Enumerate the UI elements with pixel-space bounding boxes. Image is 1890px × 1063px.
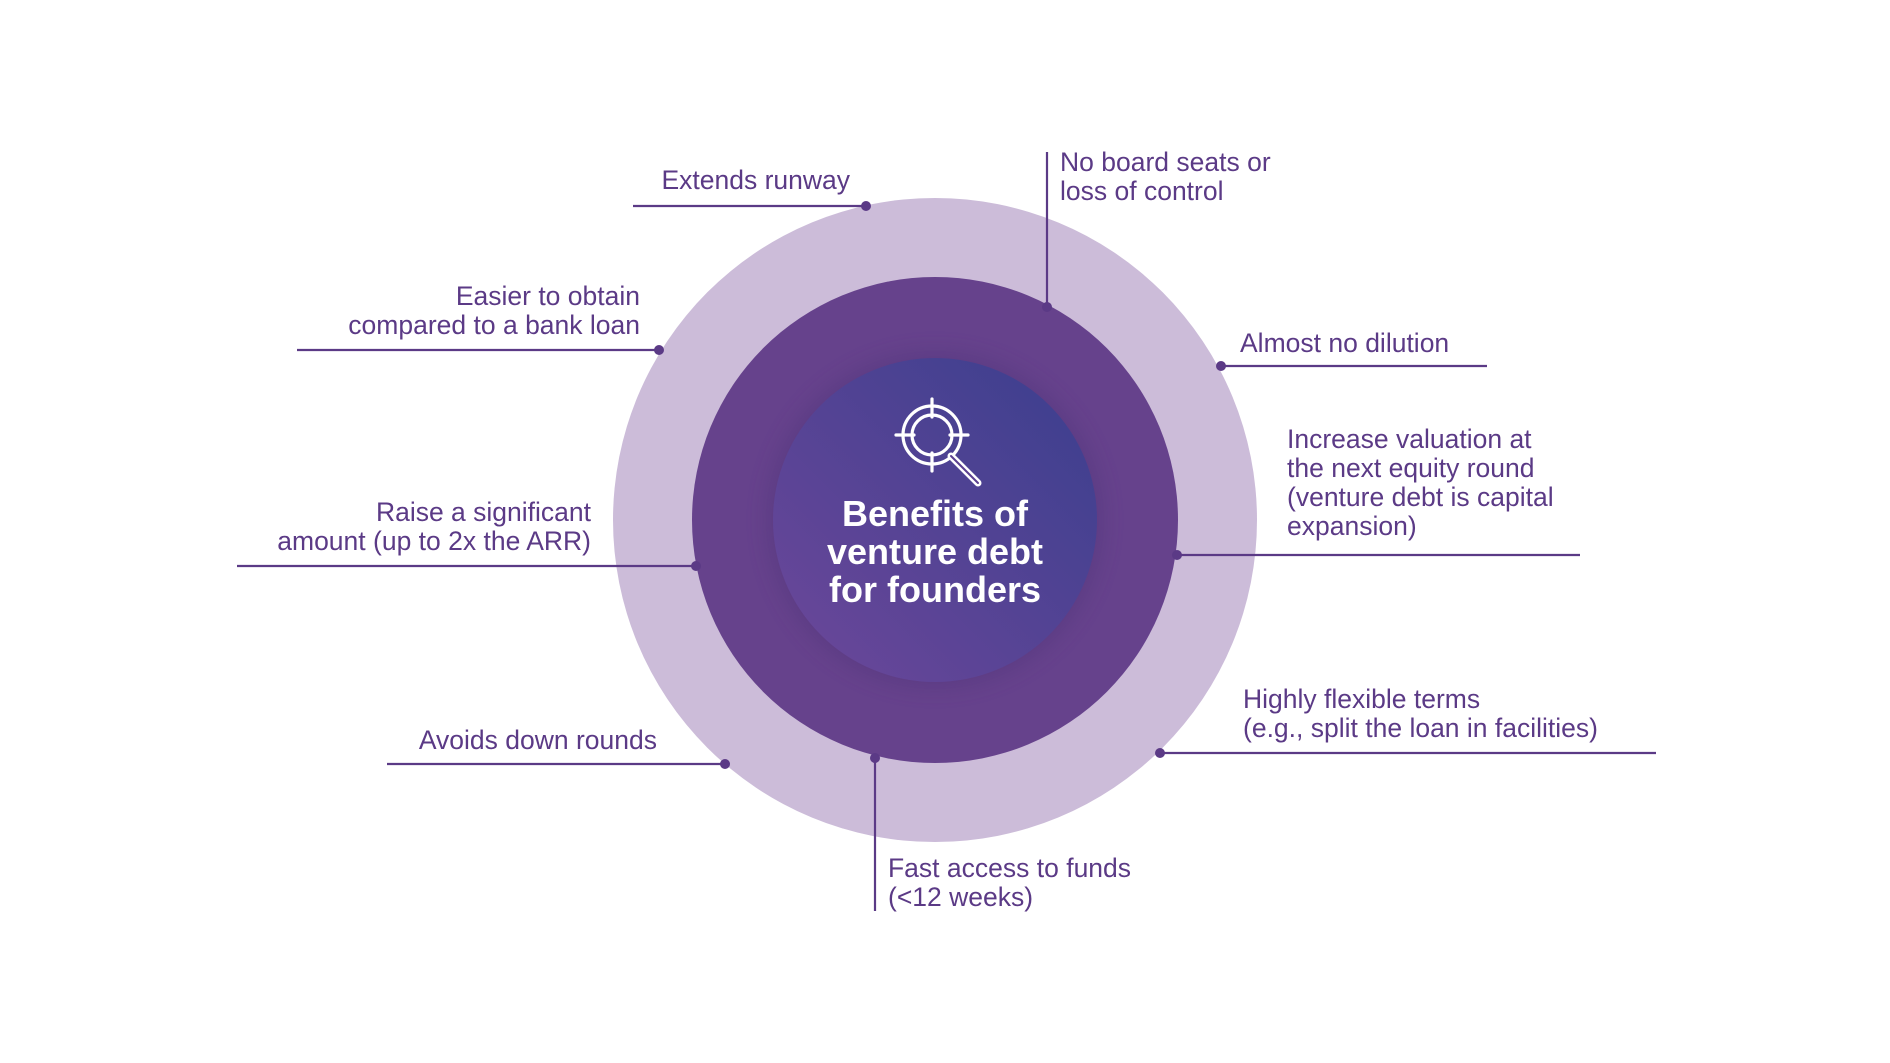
benefit-label-increase-valuation: Increase valuation at the next equity ro… — [1287, 424, 1554, 541]
connectors — [237, 152, 1656, 911]
benefit-label-easier-to-obtain: Easier to obtain compared to a bank loan — [348, 281, 640, 340]
benefit-label-fast-access: Fast access to funds (<12 weeks) — [888, 853, 1132, 912]
connector-dot-avoids-down-rounds — [720, 759, 730, 769]
connector-dot-increase-valuation — [1172, 550, 1182, 560]
benefit-label-almost-no-dilution: Almost no dilution — [1240, 328, 1450, 358]
connector-dot-flexible-terms — [1155, 748, 1165, 758]
benefit-label-extends-runway: Extends runway — [661, 165, 850, 195]
center-title: Benefits of venture debt for founders — [826, 493, 1044, 610]
connector-dot-extends-runway — [861, 201, 871, 211]
benefit-label-avoids-down-rounds: Avoids down rounds — [418, 725, 657, 755]
connector-dot-raise-significant-amount — [691, 561, 701, 571]
benefit-label-raise-significant-amount: Raise a significant amount (up to 2x the… — [277, 497, 591, 556]
target-search-icon — [894, 397, 982, 487]
connector-dot-no-board-seats — [1042, 302, 1052, 312]
benefit-label-flexible-terms: Highly flexible terms (e.g., split the l… — [1243, 684, 1598, 743]
connector-dot-almost-no-dilution — [1216, 361, 1226, 371]
benefit-label-no-board-seats: No board seats or loss of control — [1060, 147, 1271, 206]
connector-dot-easier-to-obtain — [654, 345, 664, 355]
connector-dot-fast-access — [870, 753, 880, 763]
inner-circle — [773, 358, 1097, 682]
